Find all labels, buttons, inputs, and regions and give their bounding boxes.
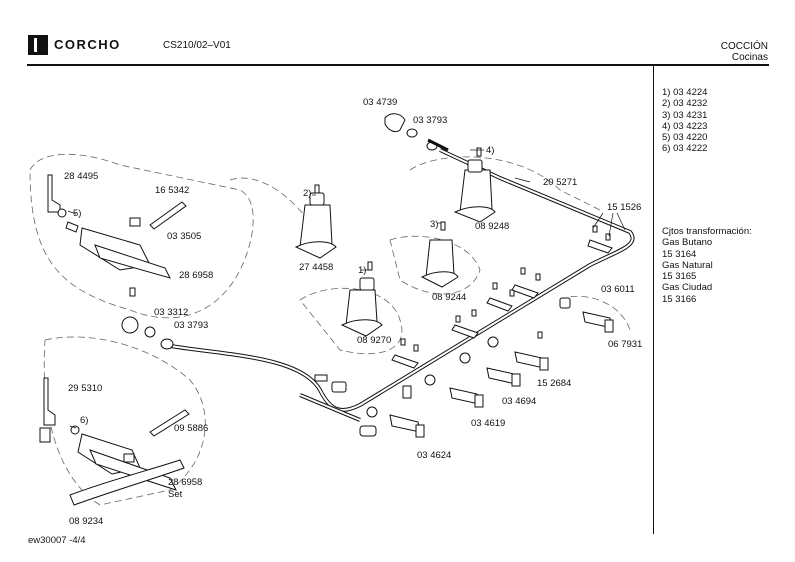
part-label: 28 6958 xyxy=(179,270,214,281)
side-panel-divider xyxy=(653,66,655,534)
footer-reference: ew30007 -4/4 xyxy=(28,535,86,546)
transformation-row: 15 3165 xyxy=(662,271,697,283)
category-subtitle: Cocinas xyxy=(731,52,768,63)
part-label: 03 4739 xyxy=(363,97,398,108)
part-label: 03 3505 xyxy=(167,231,202,242)
transformation-row: 15 3164 xyxy=(662,248,697,260)
variant-marker: 3) xyxy=(430,219,439,230)
part-label: 03 4694 xyxy=(502,396,537,407)
part-label: 03 3312 xyxy=(154,307,189,318)
variant-item: 3) 03 4231 xyxy=(662,109,708,121)
variant-marker: 4) xyxy=(486,145,495,156)
part-label: 29 5310 xyxy=(68,383,103,394)
transformation-row: Gas Ciudad xyxy=(662,282,713,294)
part-label: 08 9248 xyxy=(475,221,510,232)
part-label: 28 6958 xyxy=(168,477,203,488)
category-title: COCCIÓN xyxy=(720,41,768,52)
part-label: 20 5271 xyxy=(543,177,578,188)
variant-marker: 1) xyxy=(358,265,367,276)
header-divider xyxy=(27,64,769,66)
transformation-title: Cjtos transformación: xyxy=(662,226,752,237)
transformation-row: Gas Natural xyxy=(662,259,713,271)
variant-marker: 6) xyxy=(80,415,89,426)
part-label: 27 4458 xyxy=(299,262,334,273)
part-label: 15 2684 xyxy=(537,378,572,389)
variant-marker: 2) xyxy=(303,188,312,199)
variant-item: 6) 03 4222 xyxy=(662,143,708,155)
part-label: Set xyxy=(168,489,183,500)
variant-item: 4) 03 4223 xyxy=(662,120,708,132)
variant-item: 5) 03 4220 xyxy=(662,132,708,144)
part-label: 09 5886 xyxy=(174,423,209,434)
brand-name: CORCHO xyxy=(54,37,121,52)
part-label: 08 9270 xyxy=(357,335,392,346)
part-label: 16 5342 xyxy=(155,185,190,196)
transformation-kits: Cjtos transformación: Gas Butano 15 3164… xyxy=(662,226,752,305)
part-label: 08 9244 xyxy=(432,292,467,303)
part-label: 08 9234 xyxy=(69,516,104,527)
part-label: 03 3793 xyxy=(413,115,448,126)
variant-item: 1) 03 4224 xyxy=(662,87,708,98)
variant-item: 2) 03 4232 xyxy=(662,98,708,110)
transformation-row: 15 3166 xyxy=(662,293,697,305)
document-code: CS210/02–V01 xyxy=(163,40,231,51)
part-label: 06 7931 xyxy=(608,339,643,350)
brand-logo-icon xyxy=(28,35,48,55)
part-label: 03 4624 xyxy=(417,450,452,461)
part-label: 03 3793 xyxy=(174,320,209,331)
part-label: 03 4619 xyxy=(471,418,506,429)
part-label: 15 1526 xyxy=(607,202,642,213)
part-label: 28 4495 xyxy=(64,171,99,182)
variant-list: 1) 03 4224 2) 03 4232 3) 03 4231 4) 03 4… xyxy=(662,87,707,155)
variant-marker: 5) xyxy=(73,208,82,219)
part-label: 03 6011 xyxy=(601,284,635,295)
transformation-row: Gas Butano xyxy=(662,237,713,249)
